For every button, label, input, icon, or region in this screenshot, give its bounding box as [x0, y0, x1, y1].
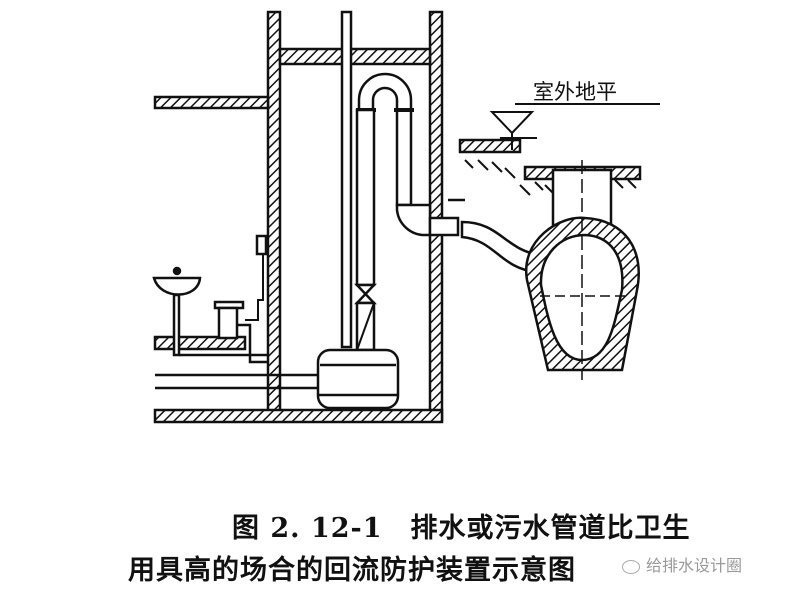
left-shaft-wall: [266, 10, 282, 422]
u-bend-pipe: [357, 72, 413, 207]
upper-floor-slab: [153, 95, 270, 110]
right-shaft-wall: [428, 10, 444, 422]
bottom-slab: [153, 408, 444, 424]
caption-line-2: 用具高的场合的回流防护装置示意图: [128, 555, 576, 586]
roof-slab: [278, 47, 432, 66]
ground-slab: [458, 138, 522, 154]
riser-tube: [355, 108, 376, 287]
sewage-pump: [316, 348, 400, 410]
ground-level-label: 室外地平: [533, 80, 617, 104]
watermark: 给排水设计圈: [622, 552, 742, 576]
wash-basin: [152, 276, 202, 296]
check-valve-icon: [354, 283, 377, 305]
outlet-elbow: [395, 203, 432, 237]
watermark-text: 给排水设计圈: [646, 556, 743, 575]
wechat-icon: [622, 559, 640, 574]
ground-level-marker-icon: [489, 111, 535, 135]
vertical-rod: [340, 10, 353, 349]
caption-line-1: 图 2. 12-1 排水或污水管道比卫生: [232, 513, 691, 544]
